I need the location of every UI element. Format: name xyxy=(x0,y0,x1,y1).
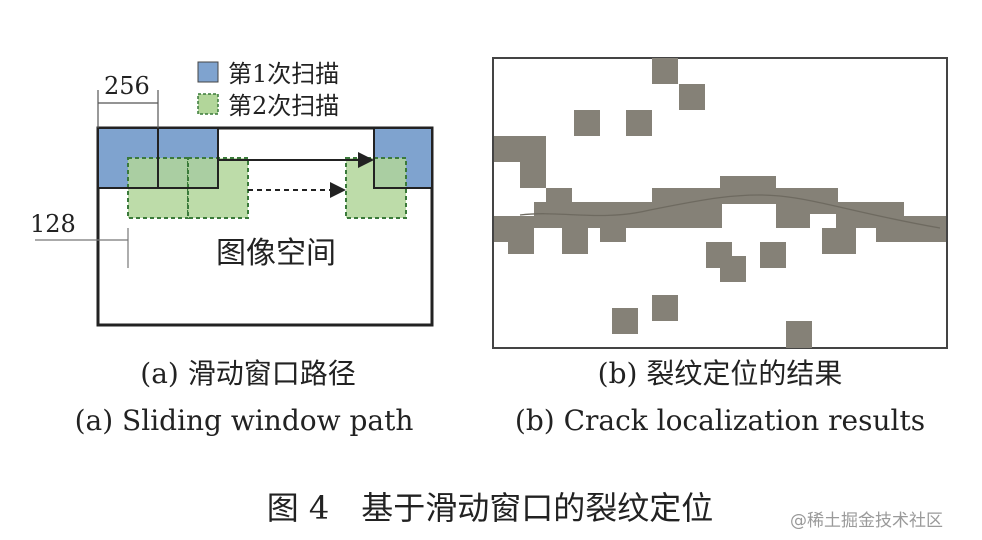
crack-tile xyxy=(520,136,546,188)
crack-tile xyxy=(760,242,786,268)
panel-a-diagram xyxy=(35,61,434,327)
first-scan-window-2-outline xyxy=(157,127,219,189)
caption-a-zh: (a) 滑动窗口路径 xyxy=(140,357,356,390)
first-scan-window-right-outline xyxy=(373,127,433,189)
crack-tile xyxy=(776,188,810,228)
panel-b-diagram xyxy=(492,57,948,349)
dimension-width-label: 256 xyxy=(104,72,150,100)
crack-tile xyxy=(508,228,534,254)
crack-tile xyxy=(904,216,946,242)
crack-tile xyxy=(600,216,626,242)
legend-swatch-first-scan xyxy=(197,61,219,83)
crack-tile xyxy=(786,321,812,348)
crack-tile xyxy=(720,176,776,204)
crack-tile xyxy=(720,256,746,282)
crack-line xyxy=(519,194,941,229)
crack-tile xyxy=(612,308,638,334)
image-space-label: 图像空间 xyxy=(216,236,336,271)
crack-tile xyxy=(652,58,678,84)
legend-swatch-second-scan xyxy=(197,93,219,115)
crack-tile xyxy=(494,136,520,162)
legend-first-scan-label: 第1次扫描 xyxy=(228,60,340,88)
crack-tile xyxy=(836,202,904,228)
crack-tile xyxy=(652,295,678,321)
caption-a-en: (a) Sliding window path xyxy=(74,404,414,437)
watermark: @稀土掘金技术社区 xyxy=(790,511,943,531)
caption-b-en: (b) Crack localization results xyxy=(514,404,926,437)
crack-tile xyxy=(574,110,600,136)
crack-tile xyxy=(679,84,705,110)
caption-b-zh: (b) 裂纹定位的结果 xyxy=(597,357,843,390)
crack-tile xyxy=(562,228,588,254)
legend-second-scan-label: 第2次扫描 xyxy=(228,92,340,120)
crack-tile xyxy=(652,188,722,228)
crack-tile xyxy=(626,110,652,136)
crack-tile xyxy=(876,228,910,242)
crack-tile xyxy=(822,228,856,254)
dimension-height-label: 128 xyxy=(30,210,76,238)
figure-caption: 图 4 基于滑动窗口的裂纹定位 xyxy=(266,489,714,527)
